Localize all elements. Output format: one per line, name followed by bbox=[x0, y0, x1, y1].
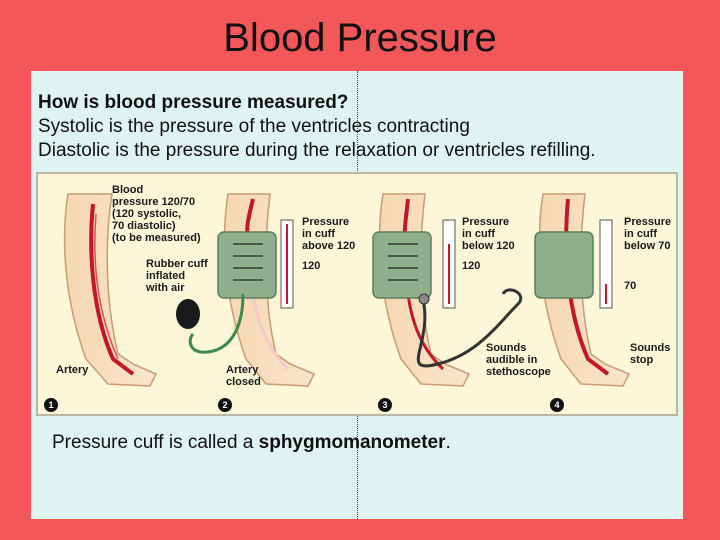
footer-prefix: Pressure cuff is called a bbox=[52, 432, 259, 453]
pressure-label-4c: below 70 bbox=[624, 240, 671, 252]
arm-panel-4 bbox=[534, 193, 631, 387]
pressure-label-2c: above 120 bbox=[302, 240, 356, 252]
sounds-label-3c: stethoscope bbox=[486, 366, 551, 378]
bp-label-1: Blood bbox=[112, 184, 144, 196]
bp-label-5: (to be measured) bbox=[112, 232, 201, 244]
stethoscope bbox=[416, 288, 523, 368]
pressure-label-3c: below 120 bbox=[462, 240, 515, 252]
cuff-label-1: Rubber cuff bbox=[146, 258, 208, 270]
pressure-label-3a: Pressure bbox=[462, 216, 510, 228]
cuff-label-2: inflated bbox=[146, 270, 186, 282]
sounds-label-4b: stop bbox=[630, 354, 654, 366]
footer-term: sphygmomanometer bbox=[258, 432, 446, 453]
pressure-label-2a: Pressure bbox=[302, 216, 350, 228]
gauge-value-3: 120 bbox=[462, 260, 481, 272]
blood-pressure-illustration: Blood pressure 120/70 (120 systolic, 70 … bbox=[36, 172, 678, 416]
artery-closed-label-1: Artery bbox=[226, 364, 259, 376]
gauge-value-2: 120 bbox=[302, 260, 321, 272]
mercury-gauge-4 bbox=[599, 219, 613, 309]
bp-label-2: pressure 120/70 bbox=[112, 196, 196, 208]
footer-suffix: . bbox=[445, 432, 451, 453]
diastolic-definition: Diastolic is the pressure during the rel… bbox=[38, 140, 596, 161]
gauge-value-4: 70 bbox=[624, 280, 637, 292]
sounds-label-3a: Sounds bbox=[486, 342, 527, 354]
cuff-panel-2 bbox=[217, 231, 277, 299]
cuff-label-3: with air bbox=[146, 282, 185, 294]
step-marker-1: 1 bbox=[44, 398, 58, 412]
arm-panel-2 bbox=[176, 193, 316, 387]
slide-title: Blood Pressure bbox=[223, 16, 497, 60]
arm-panel-3 bbox=[372, 193, 523, 387]
pressure-label-3b: in cuff bbox=[462, 228, 495, 240]
artery-label-1: Artery bbox=[56, 364, 89, 376]
step-marker-3: 3 bbox=[378, 398, 392, 412]
footer-caption: Pressure cuff is called a sphygmomanomet… bbox=[52, 432, 451, 454]
sounds-label-4a: Sounds bbox=[630, 342, 671, 354]
pressure-label-4a: Pressure bbox=[624, 216, 672, 228]
bp-label-3: (120 systolic, bbox=[112, 208, 182, 220]
cuff-panel-3 bbox=[372, 231, 432, 299]
sounds-label-3b: audible in bbox=[486, 354, 538, 366]
arm-panel-1 bbox=[63, 193, 158, 387]
pressure-label-2b: in cuff bbox=[302, 228, 335, 240]
question-heading: How is blood pressure measured? bbox=[38, 92, 349, 113]
artery-closed-label-2: closed bbox=[226, 376, 261, 388]
pressure-arrows-2 bbox=[233, 243, 263, 281]
arm-illustration-svg bbox=[63, 193, 631, 387]
inflation-bulb bbox=[176, 299, 200, 329]
bp-label-4: 70 diastolic) bbox=[112, 220, 176, 232]
pressure-label-4b: in cuff bbox=[624, 228, 657, 240]
step-marker-4: 4 bbox=[550, 398, 564, 412]
systolic-definition: Systolic is the pressure of the ventricl… bbox=[38, 116, 470, 137]
cuff-panel-4 bbox=[534, 231, 594, 299]
step-marker-2: 2 bbox=[218, 398, 232, 412]
pressure-arrows-3 bbox=[388, 243, 418, 281]
